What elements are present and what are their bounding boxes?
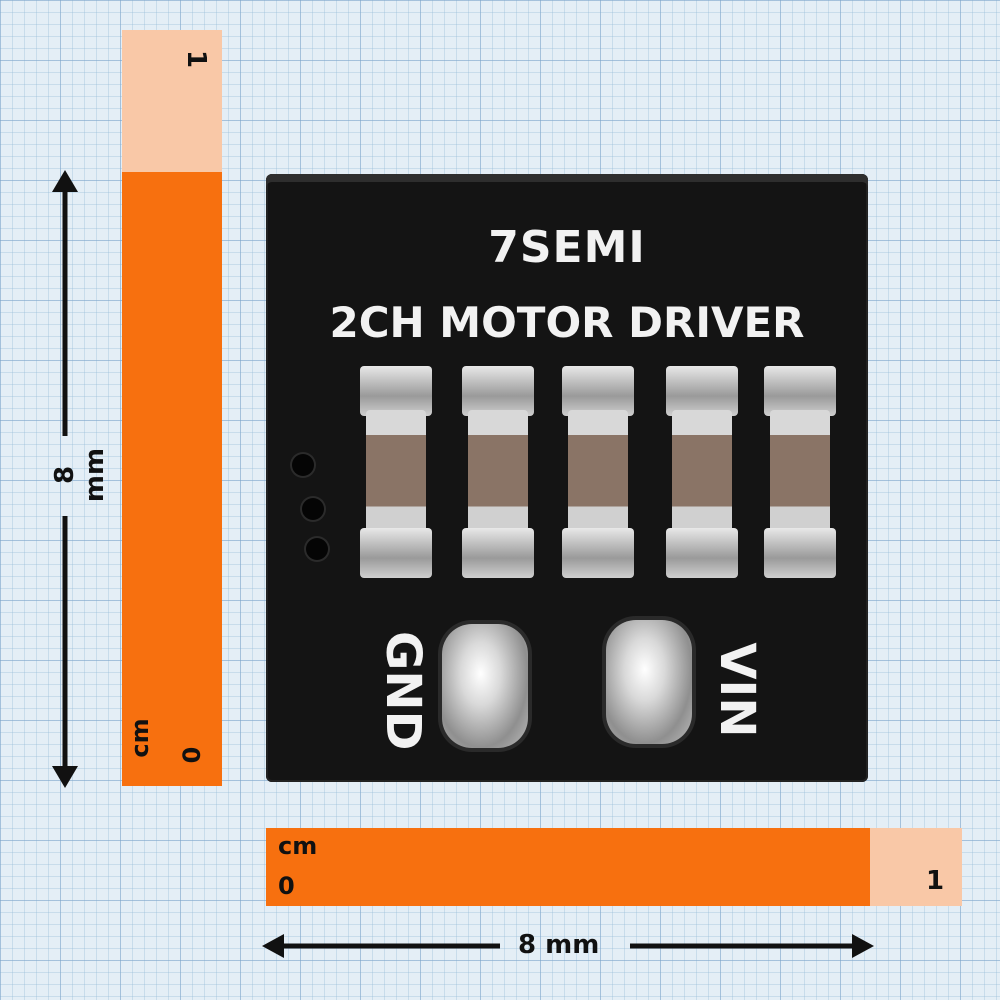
horizontal-ruler-segment-dark bbox=[266, 828, 870, 906]
gnd-pin-label: GND bbox=[375, 631, 431, 751]
vertical-dimension-label: 8 mm bbox=[50, 447, 110, 503]
smd-capacitor bbox=[764, 366, 836, 578]
vertical-ruler-unit: cm bbox=[126, 718, 154, 758]
via-hole bbox=[302, 498, 324, 520]
vertical-ruler-segment-light bbox=[122, 30, 222, 172]
horizontal-ruler-zero: 0 bbox=[278, 872, 295, 900]
gnd-solder-pad bbox=[442, 624, 528, 748]
board-brand-silkscreen: 7SEMI bbox=[488, 222, 646, 273]
vin-solder-pad bbox=[606, 620, 692, 744]
horizontal-ruler-unit: cm bbox=[278, 832, 318, 860]
horizontal-dimension-arrow bbox=[262, 934, 874, 958]
via-hole bbox=[292, 454, 314, 476]
vertical-ruler-top-value: 1 bbox=[181, 49, 211, 69]
horizontal-ruler-segment-light bbox=[870, 828, 962, 906]
smd-capacitor bbox=[562, 366, 634, 578]
via-hole bbox=[306, 538, 328, 560]
vertical-dimension-arrow bbox=[52, 170, 78, 788]
smd-capacitor bbox=[462, 366, 534, 578]
smd-capacitor bbox=[666, 366, 738, 578]
board-title-silkscreen: 2CH MOTOR DRIVER bbox=[329, 298, 805, 347]
vertical-ruler-zero: 0 bbox=[178, 746, 206, 764]
smd-capacitor bbox=[360, 366, 432, 578]
horizontal-dimension-label: 8 mm bbox=[518, 930, 600, 960]
vin-pin-label: VIN bbox=[709, 642, 765, 738]
vertical-ruler-segment-dark bbox=[122, 172, 222, 786]
horizontal-ruler-end-value: 1 bbox=[926, 866, 945, 896]
